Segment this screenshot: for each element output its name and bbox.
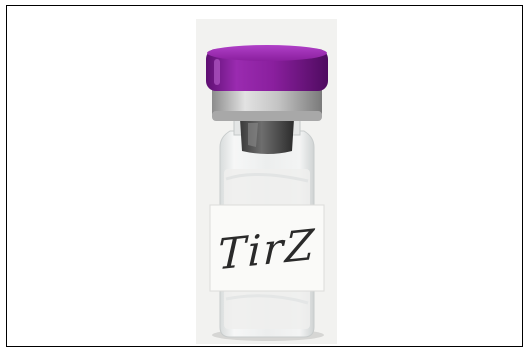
paper-label xyxy=(209,204,325,292)
cap-top xyxy=(207,45,327,61)
vial-photo: TirZ xyxy=(196,19,337,344)
label-handwriting: TirZ xyxy=(217,219,317,279)
vial-illustration xyxy=(206,45,328,341)
